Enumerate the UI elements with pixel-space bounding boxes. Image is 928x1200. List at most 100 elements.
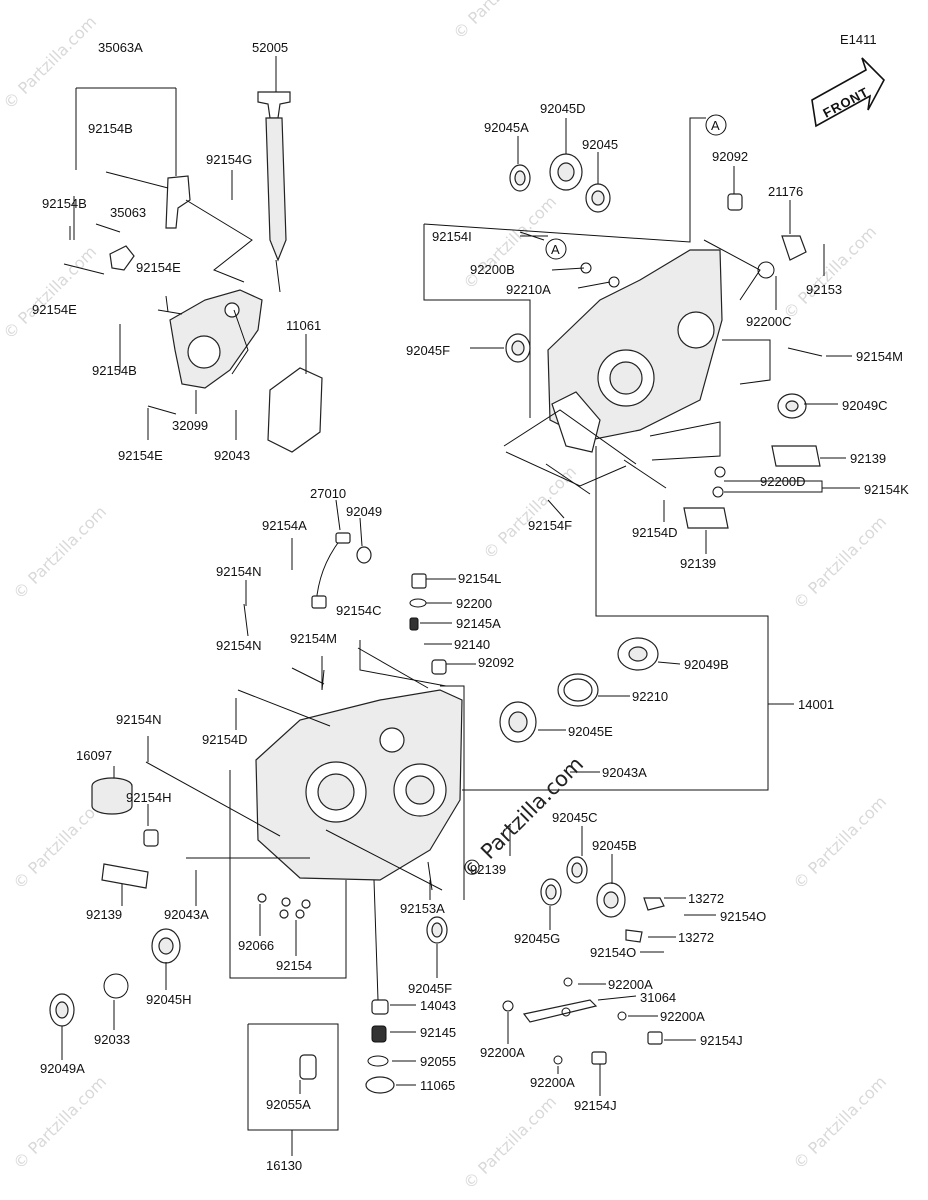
part-label: 92154G [206, 152, 252, 167]
part-label: 92200 [456, 596, 492, 611]
part-label: 92045F [408, 981, 452, 996]
part-label: 92045H [146, 992, 192, 1007]
part-label: 92049 [346, 504, 382, 519]
part-label: 92154B [42, 196, 87, 211]
ref-marker-icon: A A [545, 114, 727, 260]
watermark-text: © Partzilla.com [459, 192, 560, 293]
diagram-code: E1411 [840, 32, 877, 47]
leader-lines [61, 56, 860, 1156]
bearing-icon [151, 153, 626, 964]
watermark-text: © Partzilla.com [9, 502, 110, 603]
ref-marker-label: A [711, 118, 720, 133]
front-arrow-icon: FRONT [811, 57, 885, 128]
part-label: 27010 [310, 486, 346, 501]
part-label: 92210 [632, 689, 668, 704]
part-label: 92154E [136, 260, 181, 275]
part-label: 11065 [420, 1078, 455, 1093]
part-label: 92154I [432, 229, 472, 244]
part-label: 92154O [590, 945, 636, 960]
part-label: 92154N [116, 712, 162, 727]
part-label: 35063 [110, 205, 146, 220]
watermark-text: © Partzilla.com [0, 242, 100, 343]
part-label: 92154F [528, 518, 572, 533]
part-label: 92154O [720, 909, 766, 924]
watermark-text: © Partzilla.com [789, 512, 890, 613]
part-label: 92153A [400, 901, 445, 916]
part-label: 92154N [216, 638, 262, 653]
part-label: 16097 [76, 748, 112, 763]
part-label: 92200D [760, 474, 806, 489]
part-label: 92154E [32, 302, 77, 317]
part-label: 11061 [286, 318, 321, 333]
part-label: 14043 [420, 998, 456, 1013]
part-label: 92154M [290, 631, 337, 646]
part-label: 14001 [798, 697, 834, 712]
part-label: 92139 [470, 862, 506, 877]
part-label: 13272 [678, 930, 714, 945]
part-label: 92049A [40, 1061, 85, 1076]
part-label: 92154C [336, 603, 382, 618]
part-label: 92045E [568, 724, 613, 739]
part-label: 92055A [266, 1097, 311, 1112]
part-label: 92033 [94, 1032, 130, 1047]
part-label: 92045 [582, 137, 618, 152]
part-label: 92055 [420, 1054, 456, 1069]
part-label: 92043A [164, 907, 209, 922]
part-label: 92154H [126, 790, 172, 805]
part-label: 92043 [214, 448, 250, 463]
part-label: 92154M [856, 349, 903, 364]
part-label: 92154D [202, 732, 248, 747]
part-label: 92200B [470, 262, 515, 277]
watermark-text: © Partzilla.com [9, 1072, 110, 1173]
watermark-text: © Partzilla.com [789, 792, 890, 893]
watermark-text: © Partzilla.com [449, 0, 550, 43]
part-label: 35063A [98, 40, 143, 55]
part-label: 92045D [540, 101, 586, 116]
part-label: 92154D [632, 525, 678, 540]
part-labels: 35063A 52005 92154B 92154G 92154B 35063 … [32, 40, 909, 1173]
part-label: 92154J [574, 1098, 617, 1113]
watermark-text: © Partzilla.com [459, 1092, 560, 1193]
part-label: 92139 [680, 556, 716, 571]
part-label: 92154 [276, 958, 312, 973]
part-label: 92092 [712, 149, 748, 164]
part-label: 92140 [454, 637, 490, 652]
part-label: 92066 [238, 938, 274, 953]
part-label: 92154A [262, 518, 307, 533]
part-label: 92139 [86, 907, 122, 922]
part-label: 92154L [458, 571, 501, 586]
part-label: 92045F [406, 343, 450, 358]
part-label: 92045G [514, 931, 560, 946]
part-label: 92139 [850, 451, 886, 466]
part-label: 32099 [172, 418, 208, 433]
part-label: 92045A [484, 120, 529, 135]
part-label: 92154N [216, 564, 262, 579]
part-label: 92200A [530, 1075, 575, 1090]
part-label: 31064 [640, 990, 676, 1005]
watermark-text: © Partzilla.com [0, 12, 100, 113]
ref-marker-label: A [551, 242, 560, 257]
part-label: 52005 [252, 40, 288, 55]
part-label: 92092 [478, 655, 514, 670]
part-label: 92154B [88, 121, 133, 136]
part-label: 92200C [746, 314, 792, 329]
bolt-icon [63, 171, 823, 1001]
part-label: 16130 [266, 1158, 302, 1173]
part-label: 21176 [768, 184, 803, 199]
part-drawings [49, 91, 823, 1094]
part-label: 92043A [602, 765, 647, 780]
part-label: 92154J [700, 1033, 743, 1048]
part-label: 92210A [506, 282, 551, 297]
part-label: 13272 [688, 891, 724, 906]
part-label: 92045B [592, 838, 637, 853]
part-label: 92200A [480, 1045, 525, 1060]
part-label: 92045C [552, 810, 598, 825]
part-label: 92154B [92, 363, 137, 378]
part-label: 92154K [864, 482, 909, 497]
part-label: 92153 [806, 282, 842, 297]
watermark-text: © Partzilla.com [789, 1072, 890, 1173]
part-label: 92145 [420, 1025, 456, 1040]
part-label: 92154E [118, 448, 163, 463]
part-label: 92049B [684, 657, 729, 672]
